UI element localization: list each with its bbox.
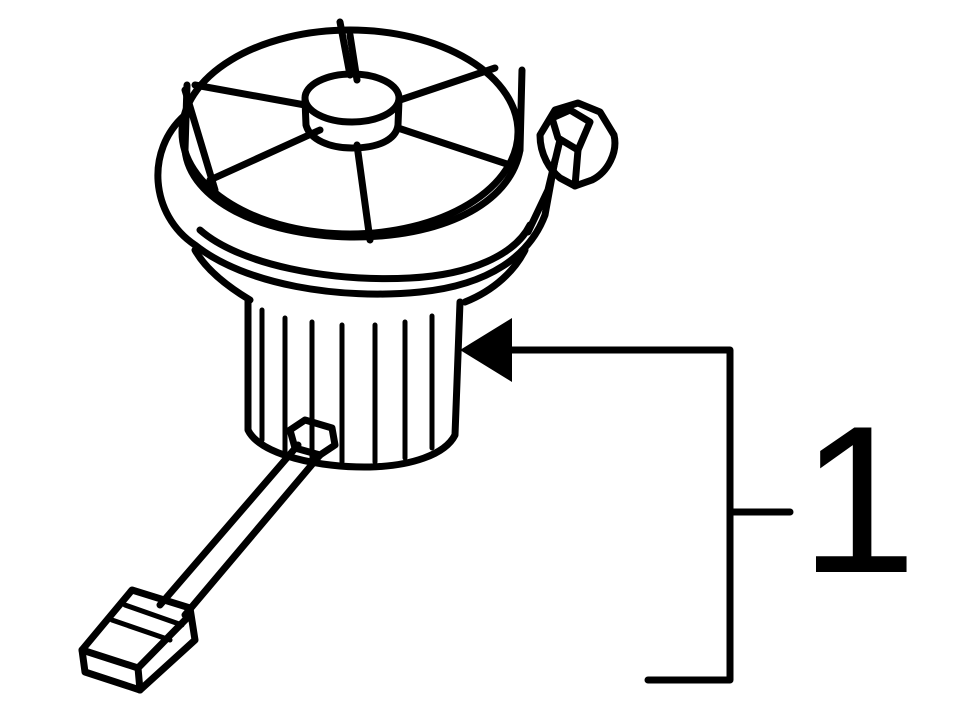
- blower-motor-icon: [78, 18, 619, 694]
- top-cover: [178, 18, 526, 241]
- wire-lead: [156, 416, 339, 619]
- callout-number: 1: [800, 382, 917, 617]
- wire-plug: [78, 586, 199, 694]
- center-hub: [301, 70, 403, 152]
- side-connector: [524, 99, 619, 236]
- housing-flange: [154, 111, 559, 306]
- motor-can: [244, 296, 464, 471]
- callout-leader: [460, 318, 794, 684]
- leader-arrowhead: [460, 318, 512, 382]
